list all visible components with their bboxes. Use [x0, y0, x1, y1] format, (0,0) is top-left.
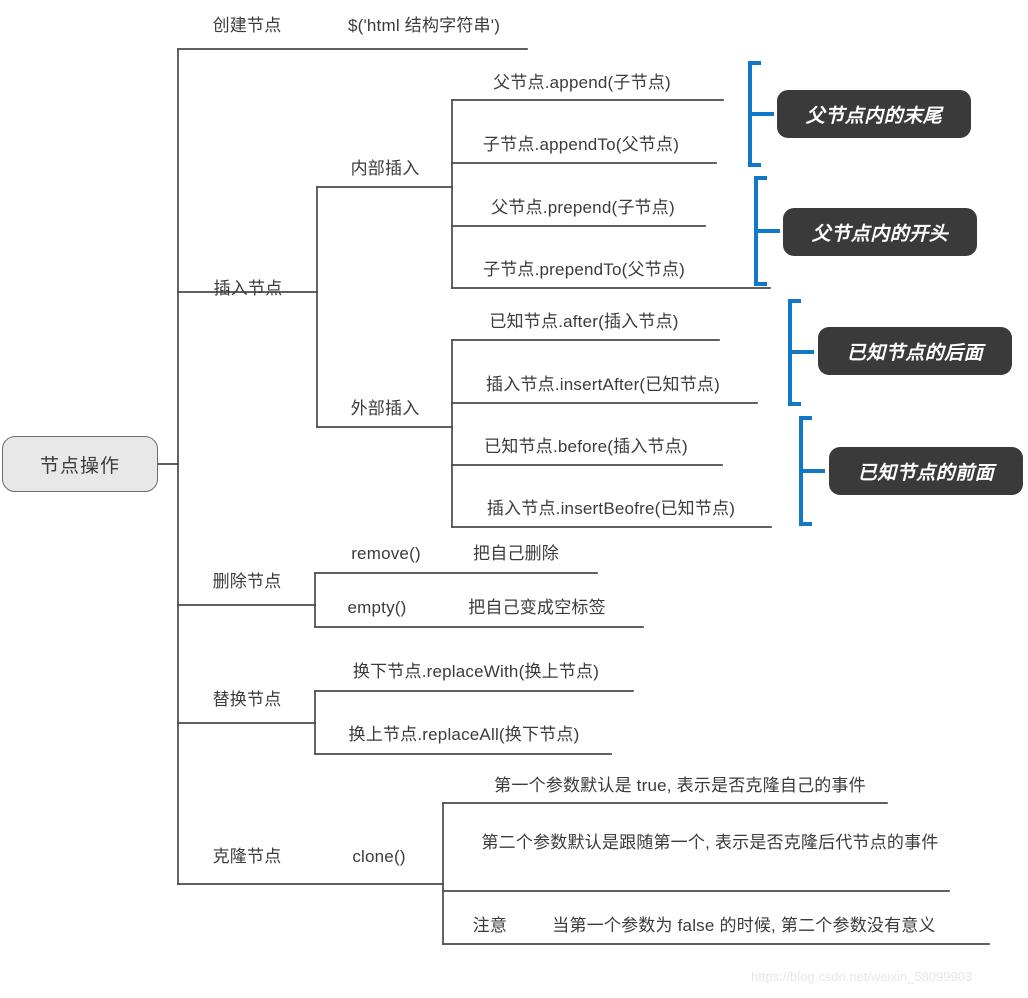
create-node-item-0[interactable]: $('html 结构字符串') — [347, 16, 501, 35]
delete-node-method-1[interactable]: empty() — [347, 598, 407, 617]
delete-node-desc-1[interactable]: 把自己变成空标签 — [468, 598, 606, 617]
replace-node-item-1[interactable]: 换上节点.replaceAll(换下节点) — [348, 725, 580, 744]
tag-known-node-before[interactable]: 已知节点的前面 — [829, 447, 1023, 495]
branch-label-replace-node[interactable]: 替换节点 — [212, 690, 282, 709]
inner-insert-item-3[interactable]: 子节点.prependTo(父节点) — [483, 260, 685, 279]
tag-parent-node-end[interactable]: 父节点内的末尾 — [777, 90, 971, 138]
root-node[interactable]: 节点操作 — [2, 436, 158, 492]
clone-node-method[interactable]: clone() — [352, 847, 406, 866]
watermark: https://blog.csdn.net/weixin_58099903 — [751, 969, 973, 984]
outer-insert-item-0[interactable]: 已知节点.after(插入节点) — [489, 312, 679, 331]
clone-node-item-1[interactable]: 第二个参数默认是跟随第一个, 表示是否克隆后代节点的事件 — [481, 833, 939, 852]
branch-label-create-node[interactable]: 创建节点 — [212, 16, 282, 35]
replace-node-item-0[interactable]: 换下节点.replaceWith(换上节点) — [352, 662, 600, 681]
tag-parent-node-start[interactable]: 父节点内的开头 — [783, 208, 977, 256]
inner-insert-item-0[interactable]: 父节点.append(子节点) — [493, 73, 671, 92]
outer-insert-item-3[interactable]: 插入节点.insertBeofre(已知节点) — [486, 499, 736, 518]
clone-node-item-2-label[interactable]: 注意 — [472, 916, 508, 935]
inner-insert-item-1[interactable]: 子节点.appendTo(父节点) — [482, 135, 680, 154]
inner-insert-item-2[interactable]: 父节点.prepend(子节点) — [491, 198, 675, 217]
branch-label-insert-node[interactable]: 插入节点 — [213, 279, 283, 298]
delete-node-desc-0[interactable]: 把自己删除 — [473, 544, 559, 563]
clone-node-item-2-text[interactable]: 当第一个参数为 false 的时候, 第二个参数没有意义 — [552, 916, 936, 935]
outer-insert-item-2[interactable]: 已知节点.before(插入节点) — [484, 437, 688, 456]
group-label-outer-insert[interactable]: 外部插入 — [350, 399, 420, 418]
clone-node-item-0[interactable]: 第一个参数默认是 true, 表示是否克隆自己的事件 — [494, 776, 866, 795]
tag-known-node-after[interactable]: 已知节点的后面 — [818, 327, 1012, 375]
delete-node-method-0[interactable]: remove() — [351, 544, 421, 563]
branch-label-delete-node[interactable]: 删除节点 — [212, 572, 282, 591]
outer-insert-item-1[interactable]: 插入节点.insertAfter(已知节点) — [486, 375, 720, 394]
branch-label-clone-node[interactable]: 克隆节点 — [212, 847, 282, 866]
group-label-inner-insert[interactable]: 内部插入 — [350, 159, 420, 178]
